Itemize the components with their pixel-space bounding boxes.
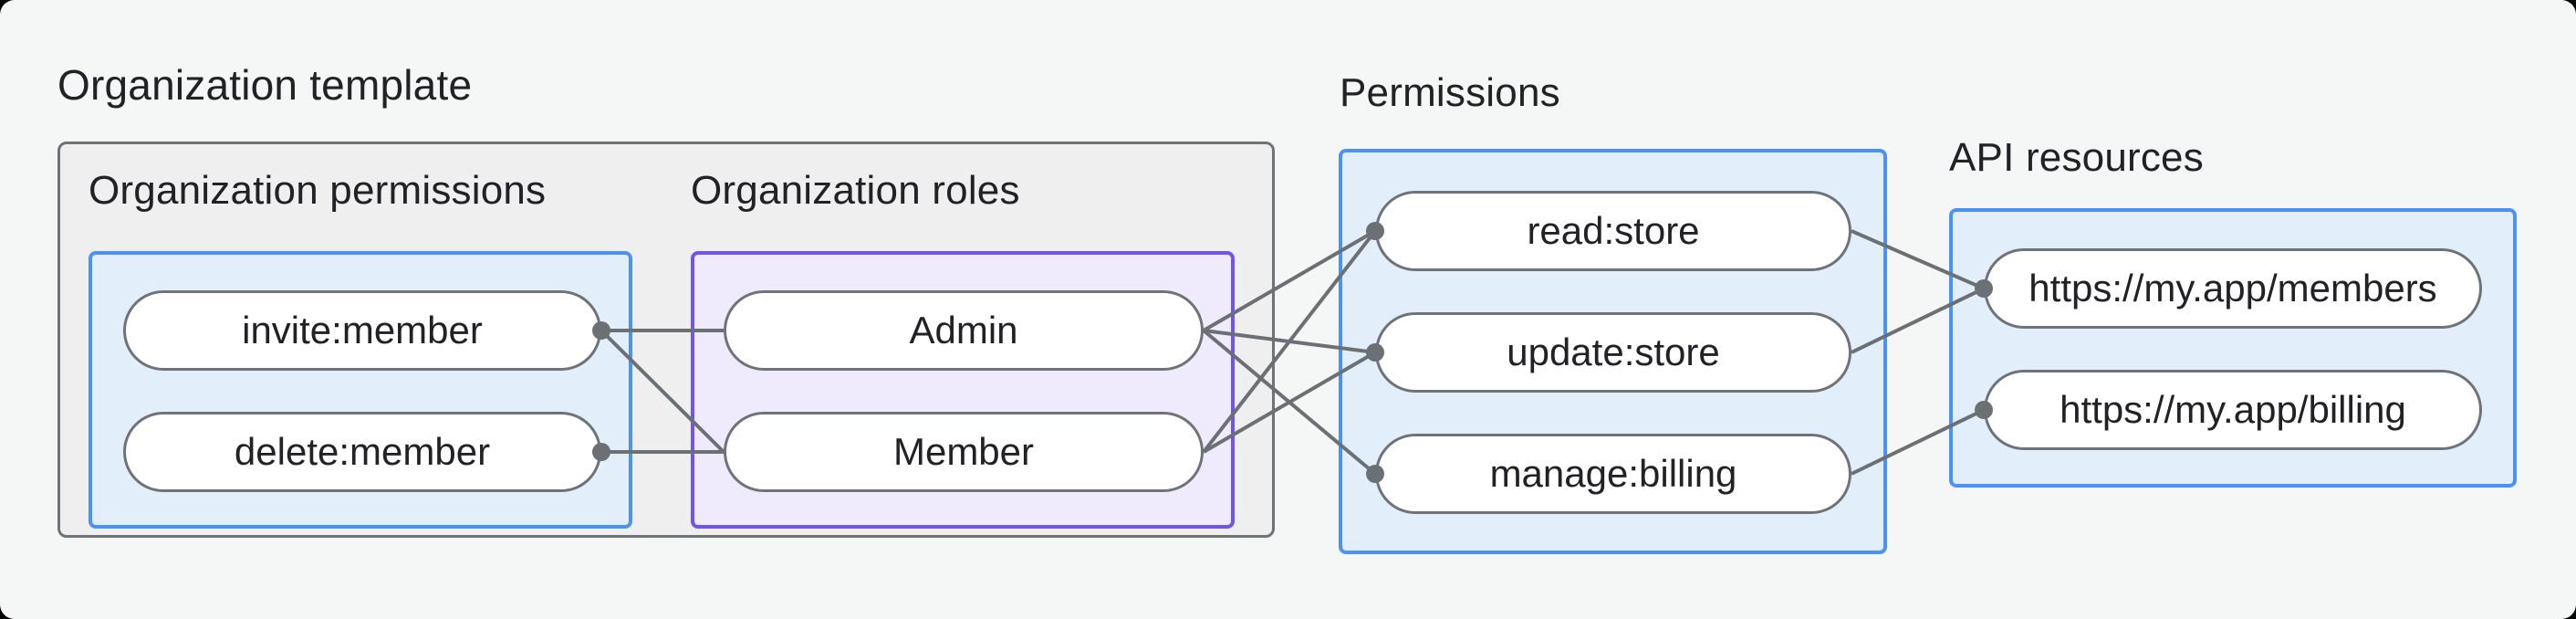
node-delete-member: delete:member	[123, 412, 601, 492]
node-members-api-url: https://my.app/members	[1984, 248, 2482, 329]
node-invite-member: invite:member	[123, 290, 601, 371]
node-manage-billing: manage:billing	[1375, 434, 1851, 514]
org-permissions-label: Organization permissions	[89, 168, 547, 213]
permissions-label: Permissions	[1340, 70, 1560, 115]
node-read-store: read:store	[1375, 191, 1851, 271]
org-roles-label: Organization roles	[691, 168, 1020, 213]
node-member: Member	[724, 412, 1204, 492]
diagram-title: Organization template	[57, 61, 473, 109]
api-resources-label: API resources	[1949, 135, 2204, 180]
node-admin: Admin	[724, 290, 1204, 371]
node-billing-api-url: https://my.app/billing	[1984, 370, 2482, 450]
node-update-store: update:store	[1375, 312, 1851, 393]
